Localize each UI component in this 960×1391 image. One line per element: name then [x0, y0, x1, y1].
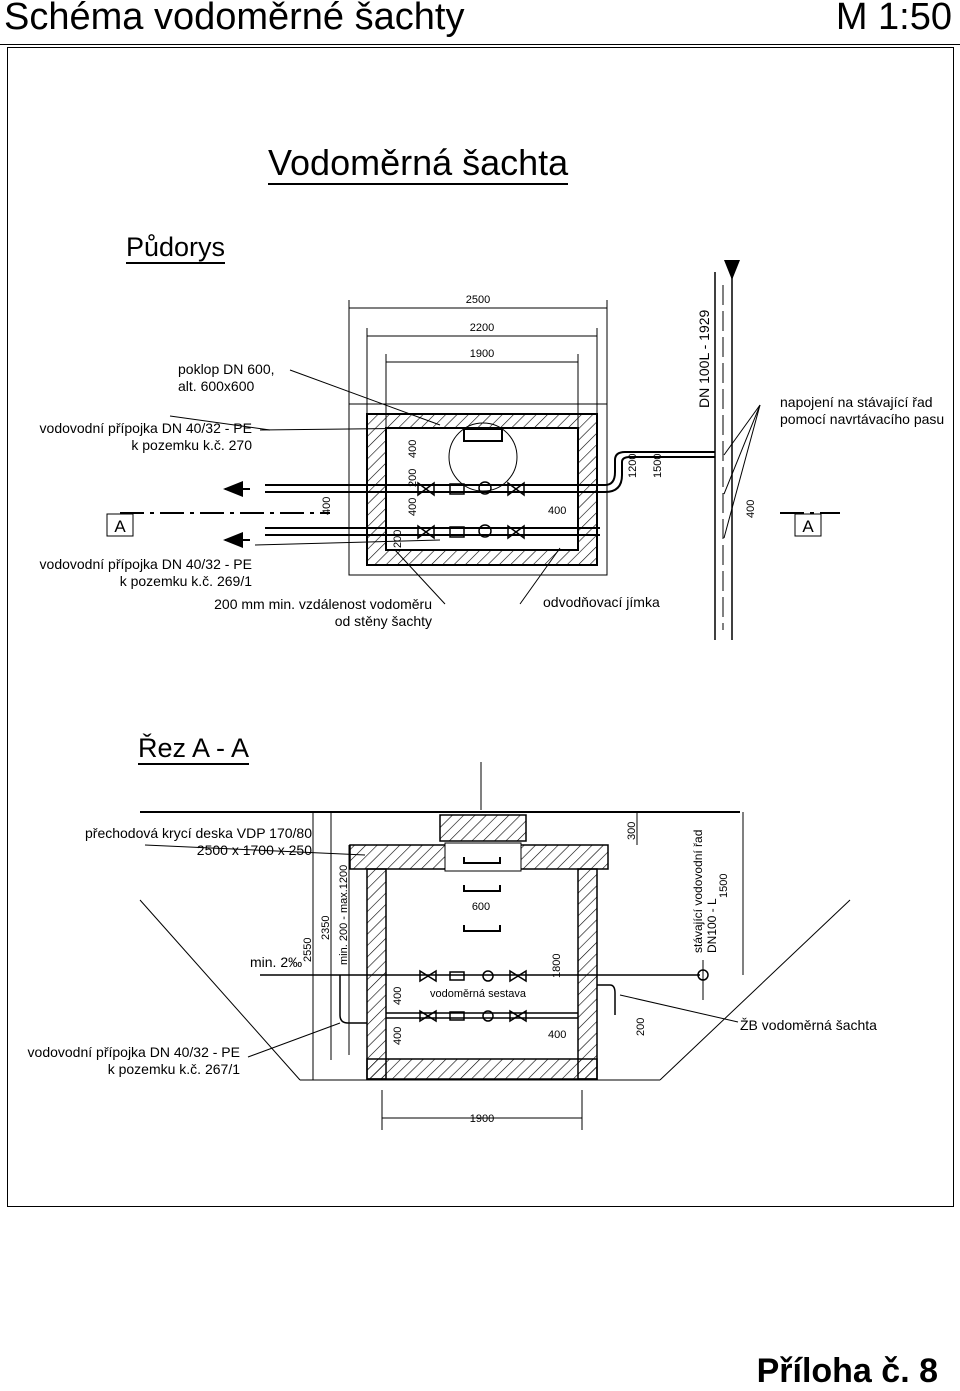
- sec-dim-400-b: 400: [392, 1027, 404, 1045]
- dim-200-a: 200: [407, 469, 419, 487]
- sec-dim-300: 300: [626, 822, 638, 840]
- existing-main-line2: DN100 - L: [705, 898, 719, 953]
- sec-dim-200: 200: [635, 1018, 647, 1036]
- sec-dim-range: min. 200 - max.1200: [338, 865, 350, 965]
- dim-400-d: 400: [548, 505, 566, 517]
- sec-dim-1900: 1900: [470, 1113, 494, 1125]
- sec-dim-400-a: 400: [392, 987, 404, 1005]
- dim-200-b: 200: [392, 530, 404, 548]
- dim-1500: 1500: [652, 454, 664, 478]
- sec-dim-1500: 1500: [718, 874, 730, 898]
- shaft-note: ŽB vodoměrná šachta: [740, 1017, 877, 1033]
- header-scale: M 1:50: [835, 0, 952, 38]
- header-rule: [0, 44, 960, 45]
- section-mark-right: A: [802, 517, 814, 536]
- sec-dim-2350: 2350: [320, 916, 332, 940]
- sump-note: odvodňovací jímka: [543, 594, 660, 610]
- drawing-title: Vodoměrná šachta: [268, 142, 569, 185]
- dim-400-a: 400: [321, 497, 333, 515]
- existing-main-line1: stávající vodovodní řad: [691, 830, 705, 953]
- slope-note: min. 2‰: [250, 954, 303, 970]
- dim-400-e: 400: [745, 500, 757, 518]
- header-title: Schéma vodoměrné šachty: [4, 0, 465, 38]
- dim-400-c: 400: [407, 498, 419, 516]
- section-title: Řez A - A: [138, 733, 250, 765]
- main-pipe-label: DN 100L - 1929: [696, 309, 712, 408]
- appendix-label: Příloha č. 8: [756, 1352, 938, 1390]
- lid-note: poklop DN 600,alt. 600x600: [178, 361, 275, 394]
- sec-dim-1800: 1800: [551, 954, 563, 978]
- dim-2200: 2200: [470, 322, 494, 334]
- meter-set-note: vodoměrná sestava: [430, 988, 526, 1000]
- plan-shaft-wall: [366, 413, 598, 566]
- sec-dim-400-c: 400: [548, 1029, 566, 1041]
- section-mark-left: A: [114, 517, 126, 536]
- drawing-frame: [7, 47, 954, 1207]
- dim-1200: 1200: [627, 454, 639, 478]
- sec-dim-600: 600: [472, 901, 490, 913]
- dim-1900: 1900: [470, 348, 494, 360]
- sec-dim-2550: 2550: [302, 938, 314, 962]
- plan-title: Půdorys: [126, 232, 226, 264]
- dim-2500: 2500: [466, 294, 490, 306]
- dim-400-b: 400: [407, 440, 419, 458]
